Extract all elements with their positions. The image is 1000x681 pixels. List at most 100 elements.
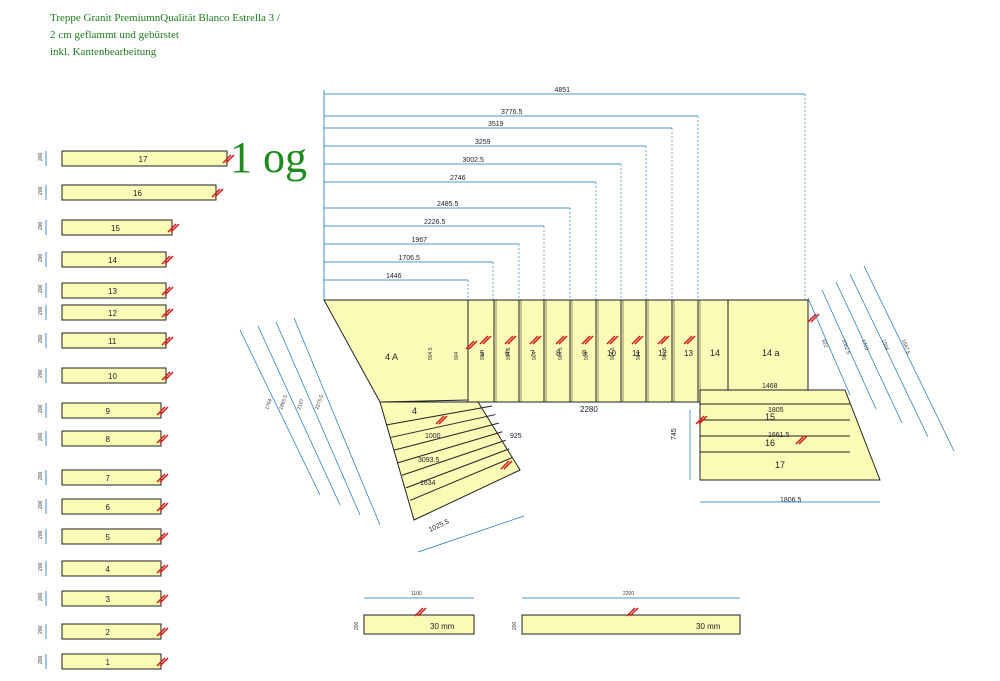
left-diag-dim-line: [275, 321, 361, 516]
edge-mark: [660, 335, 670, 345]
edge-mark: [159, 627, 169, 637]
side-dim: 200: [38, 432, 44, 441]
top-dim: 1446: [386, 273, 402, 280]
left-diag-dim-line: [257, 325, 341, 506]
part-outline: [61, 560, 162, 577]
vertical-dim: 904.5: [662, 347, 668, 360]
left-diag-dim-line: [293, 317, 381, 526]
side-dim: 200: [38, 369, 44, 378]
side-dim: 200: [38, 655, 44, 664]
top-dim: 4851: [555, 87, 571, 94]
edge-mark: [159, 502, 169, 512]
fan-step-line: [409, 456, 513, 501]
right-diag-dim-line: [863, 265, 955, 452]
vertical-dim: 904.5: [428, 347, 434, 360]
side-dim: 200: [38, 221, 44, 230]
part-label: 11: [108, 337, 117, 346]
edge-mark: [156, 564, 166, 574]
label-14: 14: [710, 348, 720, 358]
step-label: 6: [505, 349, 510, 358]
fan-step-line: [393, 422, 499, 451]
part-label: 3: [106, 595, 111, 604]
edge-mark: [795, 435, 805, 445]
top-dim: 1967: [412, 237, 428, 244]
side-dim: 200: [38, 253, 44, 262]
side-dim: 200: [38, 625, 44, 634]
lower-left-dim: 1634: [420, 480, 436, 487]
edge-mark: [414, 607, 424, 617]
edge-mark: [161, 336, 171, 346]
title-line-3: inkl. Kantenbearbeitung: [50, 46, 157, 58]
edge-mark: [532, 335, 542, 345]
lower-left-dim: 925: [510, 433, 522, 440]
top-dim: 2226.5: [424, 219, 446, 226]
landing-4a: [323, 299, 469, 403]
edge-mark: [156, 502, 166, 512]
step-label: 13: [684, 349, 693, 358]
part-3: 3 200: [38, 590, 169, 607]
part-outline: [61, 590, 162, 607]
edge-mark: [164, 371, 174, 381]
edge-mark: [695, 415, 705, 425]
floor-label: 1 og: [230, 133, 307, 182]
vertical-dim: 904.5: [558, 347, 564, 360]
part-label: 17: [139, 155, 148, 164]
right-diag-dim-line: [821, 289, 877, 410]
step-label: 8: [556, 349, 561, 358]
edge-mark: [156, 434, 166, 444]
lower-right-dim: 1806.5: [780, 497, 802, 504]
edge-mark: [161, 286, 171, 296]
mid-dim: 2280: [580, 405, 598, 414]
edge-mark: [634, 335, 644, 345]
right-diag-dim-line: [807, 297, 851, 396]
side-dim: 200: [38, 334, 44, 343]
part-label: 8: [106, 435, 111, 444]
fan-step-line: [385, 405, 493, 426]
part-outline: [61, 469, 162, 486]
edge-mark: [167, 223, 177, 233]
left-diag-dim: 1865.5: [278, 394, 289, 411]
edge-mark: [555, 335, 565, 345]
vertical-dim: 904: [480, 351, 486, 360]
top-dim: 3519: [488, 121, 504, 128]
edge-mark: [798, 435, 808, 445]
edge-mark: [631, 335, 641, 345]
edge-mark: [164, 336, 174, 346]
edge-mark: [629, 607, 639, 617]
part-label: 2: [106, 628, 111, 637]
edge-mark: [465, 340, 475, 350]
edge-mark: [507, 335, 517, 345]
side-dim: 200: [38, 592, 44, 601]
edge-mark: [438, 415, 448, 425]
edge-mark: [161, 255, 171, 265]
part-outline: [61, 498, 162, 515]
vertical-dim: 904: [584, 351, 590, 360]
part-outline: [61, 402, 162, 419]
edge-mark: [609, 335, 619, 345]
edge-mark: [698, 415, 708, 425]
lower-right-dim: 1661.5: [768, 432, 790, 439]
edge-mark: [156, 406, 166, 416]
label-15: 15: [765, 412, 775, 422]
parts-list: 1720016200152001420013200122001120010200…: [38, 150, 235, 670]
top-dim: 2485.5: [437, 201, 459, 208]
side-dim: 200: [38, 500, 44, 509]
part-label: 1: [106, 658, 111, 667]
side-dim: 200: [38, 306, 44, 315]
edge-mark: [626, 607, 636, 617]
edge-mark: [529, 335, 539, 345]
part-label: 4: [106, 565, 111, 574]
edge-mark: [482, 335, 492, 345]
edge-mark: [222, 154, 232, 164]
edge-mark: [503, 460, 513, 470]
drawing-title: Treppe Granit PremiumnQualität Blanco Es…: [50, 10, 280, 61]
part-outline: [61, 430, 162, 447]
part-outline: [61, 623, 162, 640]
right-diag-dim: 1052.5: [840, 339, 851, 356]
edge-mark: [156, 657, 166, 667]
edge-mark: [161, 308, 171, 318]
title-line-1: Treppe Granit PremiumnQualität Blanco Es…: [50, 12, 280, 24]
